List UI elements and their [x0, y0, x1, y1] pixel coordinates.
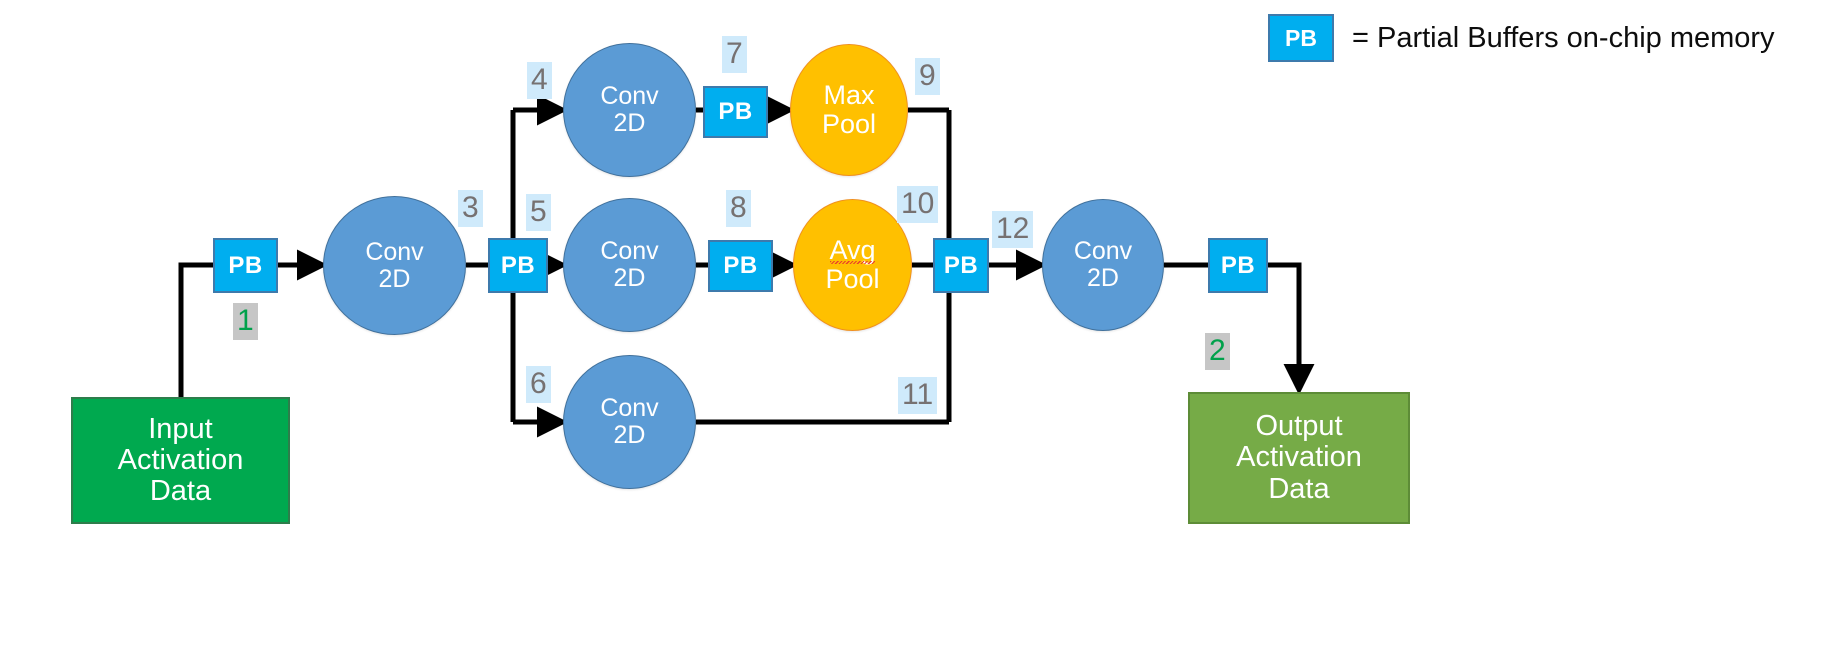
pb-output-label: PB: [1220, 251, 1256, 279]
legend-description: = Partial Buffers on-chip memory: [1352, 21, 1775, 54]
pb-top-branch-label: PB: [718, 98, 753, 126]
input-activation-box[interactable]: Input Activation Data: [71, 397, 290, 524]
pb-output[interactable]: PB: [1208, 238, 1268, 293]
pb-fanout[interactable]: PB: [488, 238, 548, 293]
step-tag-8: 8: [726, 190, 751, 227]
max-pool-label: Max Pool: [821, 79, 877, 139]
pb-merge-label: PB: [943, 251, 979, 279]
step-tag-11: 11: [898, 377, 938, 414]
wire-pb-out-to-output: [1268, 262, 1315, 395]
conv2d-mid-branch-label: Conv 2D: [600, 237, 659, 292]
pb-input-label: PB: [228, 251, 263, 279]
pb-mid-branch-label: PB: [723, 252, 758, 280]
pb-merge[interactable]: PB: [933, 238, 989, 293]
avg-pool-label: Avg Pool: [825, 234, 880, 294]
step-tag-3: 3: [458, 190, 483, 227]
pb-input[interactable]: PB: [213, 238, 278, 293]
pb-top-branch[interactable]: PB: [703, 86, 768, 138]
conv2d-top-branch[interactable]: Conv 2D: [563, 43, 696, 177]
conv2d-first-label: Conv 2D: [365, 237, 424, 293]
avg-pool[interactable]: Avg Pool: [793, 199, 912, 331]
conv2d-top-branch-label: Conv 2D: [600, 82, 659, 137]
pb-mid-branch[interactable]: PB: [708, 240, 773, 292]
max-pool-label-line2: Pool: [821, 109, 877, 139]
step-tag-6: 6: [526, 366, 551, 403]
legend-pb-swatch: PB: [1268, 14, 1334, 62]
pb-fanout-label: PB: [500, 251, 536, 279]
conv2d-bottom-branch[interactable]: Conv 2D: [563, 355, 696, 489]
avg-pool-label-line2: Pool: [825, 264, 880, 294]
legend: PB = Partial Buffers on-chip memory: [1268, 14, 1775, 62]
conv2d-bottom-branch-label: Conv 2D: [600, 394, 659, 449]
step-tag-5: 5: [526, 194, 551, 231]
step-tag-12: 12: [992, 211, 1034, 248]
step-tag-2: 2: [1205, 333, 1230, 370]
output-activation-label: Output Activation Data: [1236, 410, 1362, 505]
wire-input-to-pb-in: [178, 262, 213, 397]
step-tag-10: 10: [897, 186, 939, 223]
max-pool[interactable]: Max Pool: [790, 44, 908, 176]
step-tag-9: 9: [915, 58, 940, 95]
avg-pool-label-line1: Avg: [829, 234, 876, 265]
input-activation-label: Input Activation Data: [117, 412, 244, 508]
step-tag-4: 4: [527, 62, 552, 99]
max-pool-label-line1: Max: [823, 79, 875, 110]
legend-pb-swatch-label: PB: [1285, 24, 1317, 51]
output-activation-box[interactable]: Output Activation Data: [1188, 392, 1410, 524]
conv2d-last[interactable]: Conv 2D: [1042, 199, 1164, 331]
conv2d-mid-branch[interactable]: Conv 2D: [563, 198, 696, 332]
step-tag-7: 7: [722, 36, 747, 73]
conv2d-first[interactable]: Conv 2D: [323, 196, 466, 335]
conv2d-last-label: Conv 2D: [1073, 237, 1133, 292]
step-tag-1: 1: [233, 303, 258, 340]
